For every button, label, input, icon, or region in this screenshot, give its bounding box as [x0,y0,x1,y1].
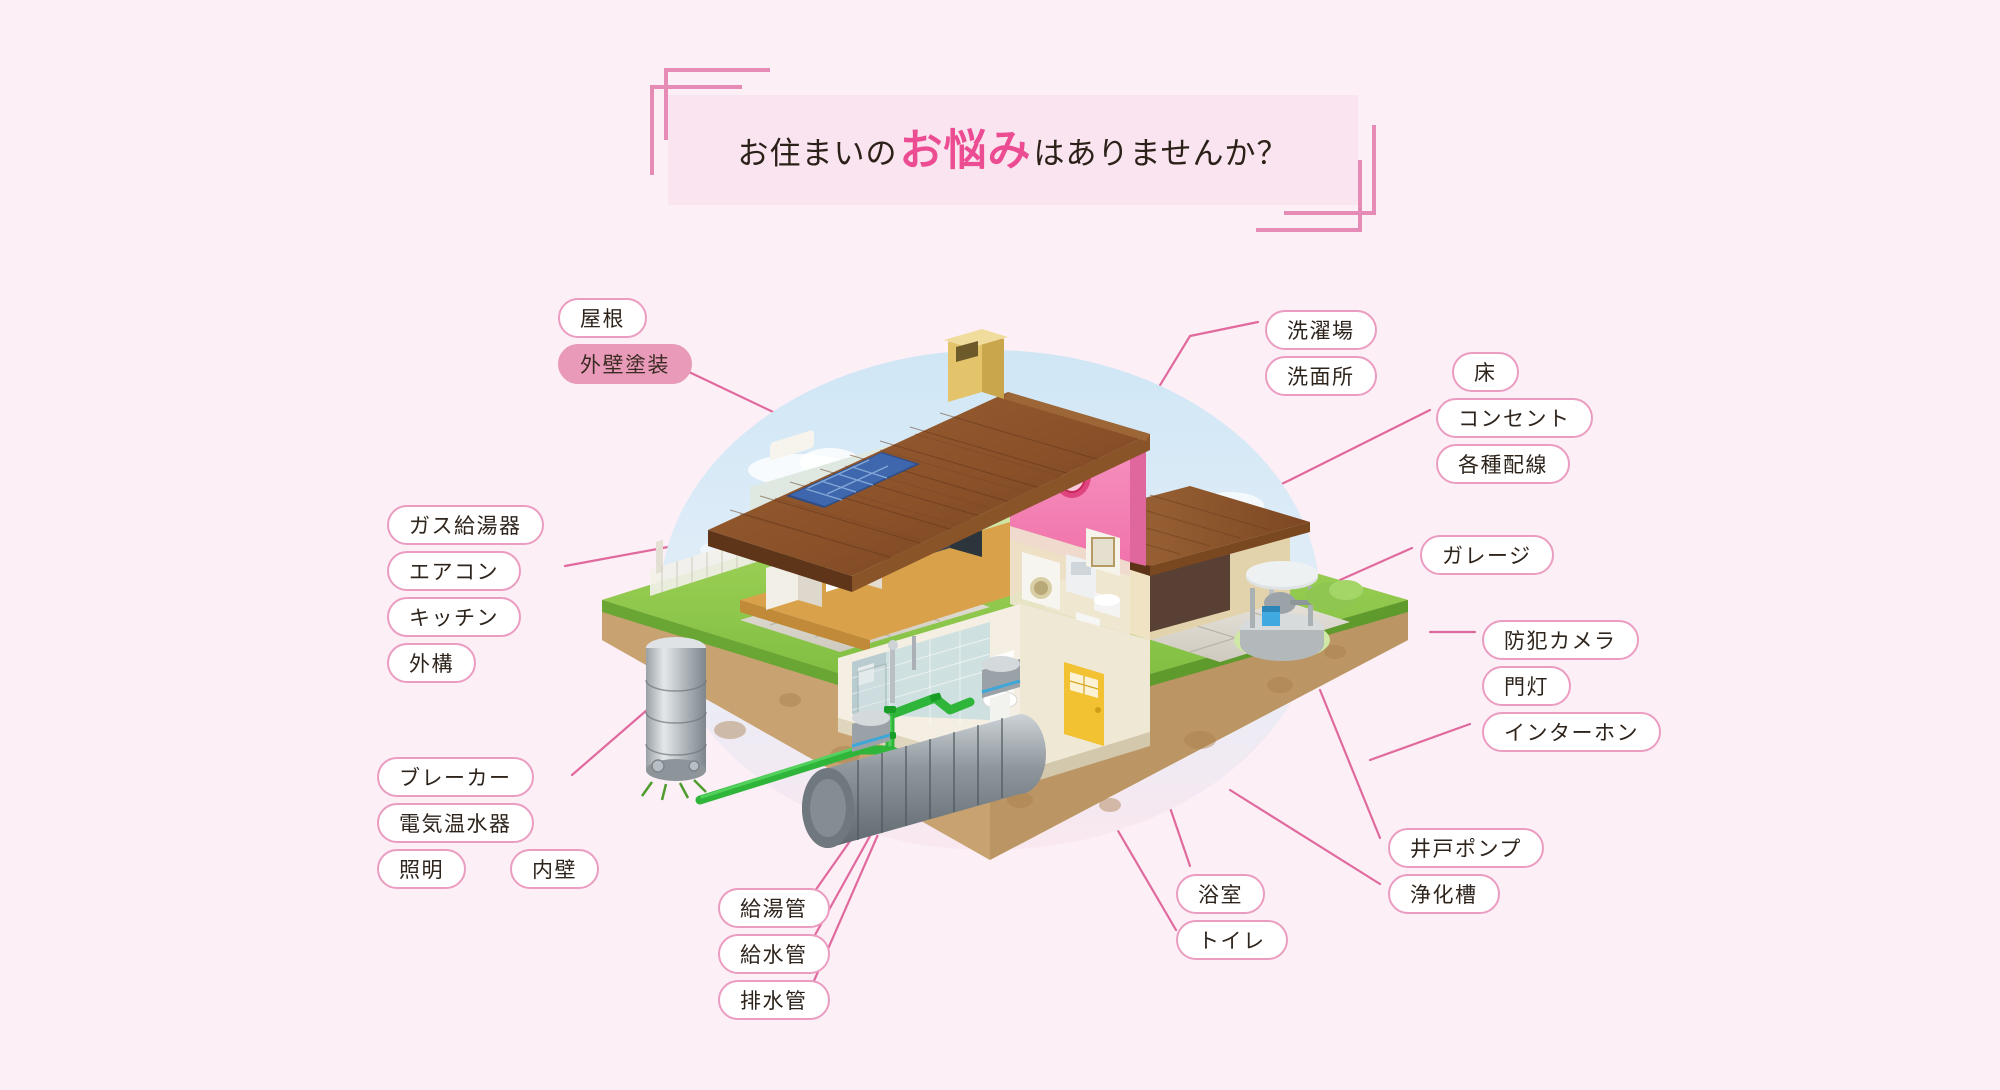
label-pill-drain-pipe[interactable]: 排水管 [718,980,830,1020]
label-pill-kitchen[interactable]: キッチン [387,597,521,637]
label-pill-well-pump[interactable]: 井戸ポンプ [1388,828,1544,868]
corner-bracket-bottom-right [1256,112,1376,232]
label-pill-text: インターホン [1504,721,1639,745]
label-pill-text: 給水管 [740,943,808,967]
label-pill-text: 給湯管 [740,897,808,921]
label-pill-garage[interactable]: ガレージ [1420,535,1554,575]
label-pill-text: 浄化槽 [1410,883,1478,907]
title-part-before: お住まいの [737,135,898,172]
label-pill-text: 門灯 [1504,675,1549,699]
label-pill-text: 洗濯場 [1287,319,1355,343]
label-pill-text: 井戸ポンプ [1410,837,1522,861]
label-pill-washroom[interactable]: 洗面所 [1265,356,1377,396]
label-pill-bathroom[interactable]: 浴室 [1176,874,1265,914]
page-title: お住まいの お悩み はありませんか？ [668,95,1358,205]
label-pill-hot-water-pipe[interactable]: 給湯管 [718,888,830,928]
label-pill-gate-light[interactable]: 門灯 [1482,666,1571,706]
label-pill-text: ブレーカー [399,766,512,790]
title-part-after: はありませんか？ [1033,135,1289,172]
label-pill-roof[interactable]: 屋根 [558,298,647,338]
label-pill-laundry[interactable]: 洗濯場 [1265,310,1377,350]
label-pill-outlet[interactable]: コンセント [1436,398,1593,438]
label-pill-text: コンセント [1458,407,1571,431]
header-banner: お住まいの お悩み はありませんか？ [650,68,1376,232]
tank-riser [981,656,1021,698]
label-pill-text: 外壁塗装 [580,353,670,377]
label-pill-text: 外構 [409,652,454,676]
label-pill-text: ガス給湯器 [409,514,522,538]
label-pill-text: ガレージ [1442,544,1532,568]
label-pill-text: 防犯カメラ [1504,629,1617,653]
label-pill-breaker[interactable]: ブレーカー [377,757,534,797]
label-pill-exterior-paint[interactable]: 外壁塗装 [558,344,692,384]
label-pill-septic-tank[interactable]: 浄化槽 [1388,874,1500,914]
label-pill-water-pipe[interactable]: 給水管 [718,934,830,974]
label-pill-wiring[interactable]: 各種配線 [1436,444,1570,484]
bathroom [838,604,1150,786]
shrub [1306,580,1363,610]
label-pill-text: 床 [1474,361,1497,385]
solar-panel [786,452,920,508]
label-pill-text: 洗面所 [1287,365,1355,389]
label-pill-text: 電気温水器 [399,812,512,836]
label-pill-air-con[interactable]: エアコン [387,551,521,591]
chimney [944,329,1008,402]
well-pump [1234,561,1330,661]
label-pill-text: 内壁 [532,858,577,882]
label-pill-lighting[interactable]: 照明 [377,849,466,889]
tank-riser [851,710,891,752]
label-pill-text: 排水管 [740,989,808,1013]
label-pill-text: 屋根 [580,307,625,331]
label-pill-text: キッチン [409,606,499,630]
silver-tank [640,637,707,801]
label-pill-floor[interactable]: 床 [1452,352,1519,392]
label-pill-intercom[interactable]: インターホン [1482,712,1661,752]
label-pill-inner-wall[interactable]: 内壁 [510,849,599,889]
label-pill-toilet[interactable]: トイレ [1176,920,1288,960]
banner-background [668,95,1358,205]
label-pill-text: エアコン [409,560,499,584]
label-pill-security-cam[interactable]: 防犯カメラ [1482,620,1639,660]
label-pill-water-heater[interactable]: 電気温水器 [377,803,534,843]
label-pill-text: 浴室 [1198,883,1243,907]
title-part-accent: お悩み [899,126,1032,176]
label-pill-text: 照明 [399,858,444,882]
label-pill-exterior-work[interactable]: 外構 [387,643,476,683]
label-pill-gas-heater[interactable]: ガス給湯器 [387,505,544,545]
corner-bracket-top-left [650,68,770,188]
label-pill-text: 各種配線 [1458,453,1548,477]
label-pill-text: トイレ [1198,929,1266,953]
